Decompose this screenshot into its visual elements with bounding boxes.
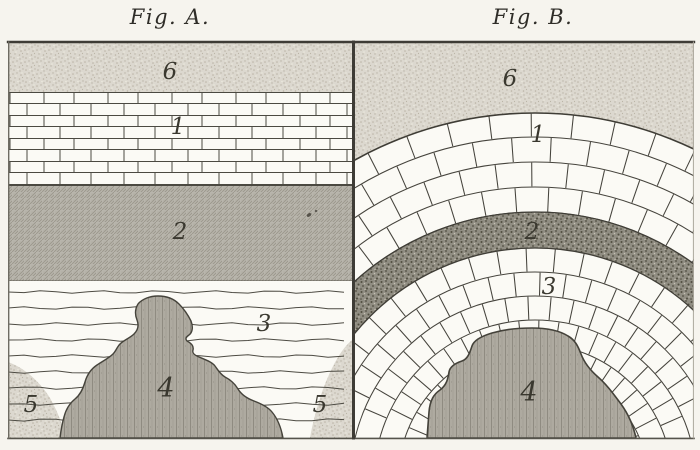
fig-a-stratum-1-boundaries xyxy=(8,91,352,187)
fig-a-stratum-5-right xyxy=(310,340,352,438)
fig-a-panel: 6 1 2 3 4 5 5 xyxy=(8,42,352,438)
fig-a-stratum-6 xyxy=(8,42,352,92)
fig-a-stratum-2-speck-2 xyxy=(314,210,318,212)
fig-a-stratum-1 xyxy=(8,92,352,186)
fig-a-label-3: 3 xyxy=(257,311,272,337)
fig-b-band-boundaries xyxy=(355,112,694,335)
fig-a-label-4: 4 xyxy=(156,373,174,404)
fig-a-label-1: 1 xyxy=(171,114,186,140)
fig-b-stratum-1 xyxy=(355,113,694,281)
fig-a-label-2: 2 xyxy=(172,219,188,245)
fig-a-intrusion-4 xyxy=(59,295,284,438)
fig-b-panel: 6 1 2 3 4 xyxy=(355,42,694,438)
fig-a-stratum-2-speck xyxy=(306,213,312,217)
fig-b-label-1: 1 xyxy=(531,122,546,148)
fig-a-label-5-left: 5 xyxy=(24,392,39,418)
fig-b-label-3: 3 xyxy=(542,274,557,300)
fig-b-intrusion-4 xyxy=(426,327,637,438)
fig-b-stratum-2 xyxy=(355,211,694,333)
fig-b-label-2: 2 xyxy=(524,219,540,245)
fig-a-label-6: 6 xyxy=(163,59,178,85)
fig-b-title: Fig. B. xyxy=(492,5,574,29)
fig-b-label-6: 6 xyxy=(503,66,518,92)
fig-b-label-4: 4 xyxy=(519,377,537,408)
fig-a-stratum-2 xyxy=(8,186,352,281)
fig-a-title: Fig. A. xyxy=(129,5,210,29)
fig-a-label-5-right: 5 xyxy=(313,392,328,418)
plate-frame xyxy=(6,40,696,440)
